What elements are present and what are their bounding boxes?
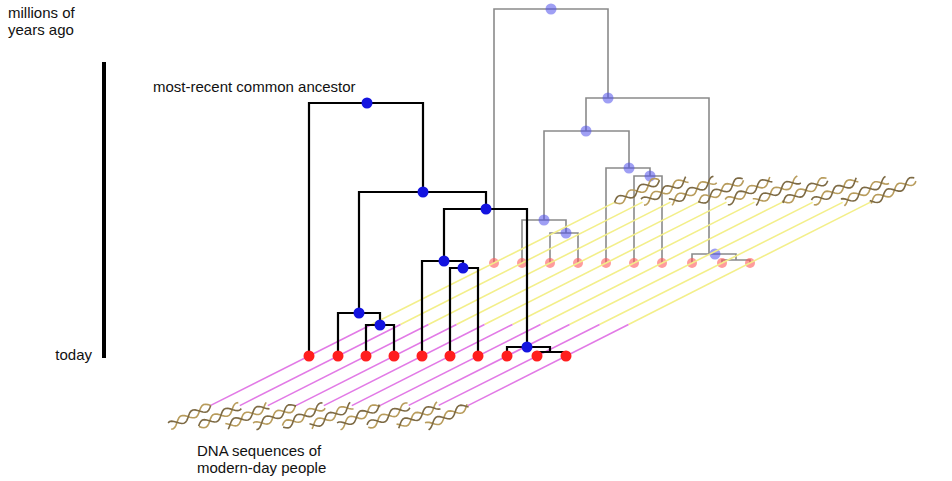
callout-label: DNA sequences of modern-day people xyxy=(197,442,342,476)
ancestor-dot xyxy=(603,93,614,104)
tree-branch xyxy=(444,209,486,261)
dna-strand xyxy=(841,176,886,201)
tree-branch xyxy=(367,103,423,192)
sequence-dot xyxy=(561,351,572,362)
dna-strand xyxy=(367,408,410,425)
dna-strand xyxy=(337,405,379,425)
callout-label: most-recent common ancestor xyxy=(153,78,453,95)
ancestor-dot xyxy=(581,126,592,137)
dna-strand xyxy=(425,404,467,424)
dna-strand xyxy=(399,407,441,428)
ancestor-dot xyxy=(439,256,450,267)
dna-strand xyxy=(368,403,407,428)
dna-strand xyxy=(669,176,714,201)
ancestor-dot xyxy=(362,98,373,109)
tree-branch xyxy=(422,261,444,356)
sequence-dot xyxy=(502,351,513,362)
sequence-line xyxy=(540,202,782,324)
sequence-line xyxy=(512,202,754,324)
ancestor-dot xyxy=(522,342,533,353)
dna-strand xyxy=(429,405,469,430)
ancestor-dot xyxy=(539,215,550,226)
ancestor-dot xyxy=(418,187,429,198)
sequence-dot xyxy=(417,351,428,362)
dna-strand xyxy=(168,405,211,423)
sequence-dot xyxy=(473,351,484,362)
sequence-line xyxy=(439,325,600,406)
background-tree xyxy=(489,4,755,269)
tree-branch xyxy=(494,9,551,263)
dna-strand xyxy=(615,179,660,204)
tree-branch xyxy=(551,9,608,98)
dna-strand xyxy=(283,403,322,428)
dna-strand xyxy=(282,408,325,425)
dna-strand xyxy=(871,181,916,203)
dna-strand xyxy=(870,177,915,202)
ancestor-dot xyxy=(546,4,557,15)
sequence-line xyxy=(628,202,870,324)
tree-branch xyxy=(544,131,586,220)
dna-sequences xyxy=(168,176,916,430)
dna-strand xyxy=(844,182,889,206)
dna-strand xyxy=(782,178,827,203)
tree-branch xyxy=(586,98,608,131)
time-axis xyxy=(102,62,106,358)
sequence-dot xyxy=(361,351,372,362)
foreground-tree xyxy=(304,98,572,362)
axis-label: today xyxy=(40,346,92,363)
tree-branch xyxy=(338,313,359,356)
sequence-dot xyxy=(389,351,400,362)
sequence-line xyxy=(468,324,629,405)
sequence-line xyxy=(380,324,541,405)
tree-branch xyxy=(463,268,478,356)
ancestor-dot xyxy=(375,320,386,331)
axis-label: millions of years ago xyxy=(8,4,98,38)
tree-branch xyxy=(450,268,463,356)
dna-strand xyxy=(253,405,295,424)
ancestor-dot xyxy=(481,204,492,215)
dna-strand xyxy=(756,182,801,206)
sequence-line xyxy=(409,325,570,406)
tree-branch xyxy=(486,209,527,347)
dna-strand xyxy=(199,403,238,428)
dna-strand xyxy=(171,404,211,429)
sequence-line xyxy=(600,202,843,324)
sequence-dot xyxy=(532,351,543,362)
ancestor-dot xyxy=(624,163,635,174)
tree-branch xyxy=(423,192,486,209)
tree-branch xyxy=(586,131,629,168)
dna-strand xyxy=(641,177,686,200)
ancestor-dot xyxy=(354,308,365,319)
tree-branch xyxy=(359,192,423,313)
ancestor-dot xyxy=(458,263,469,274)
sequence-dot xyxy=(445,351,456,362)
sequence-dot xyxy=(333,351,344,362)
sequence-line xyxy=(570,202,813,324)
sequence-dot xyxy=(304,351,315,362)
